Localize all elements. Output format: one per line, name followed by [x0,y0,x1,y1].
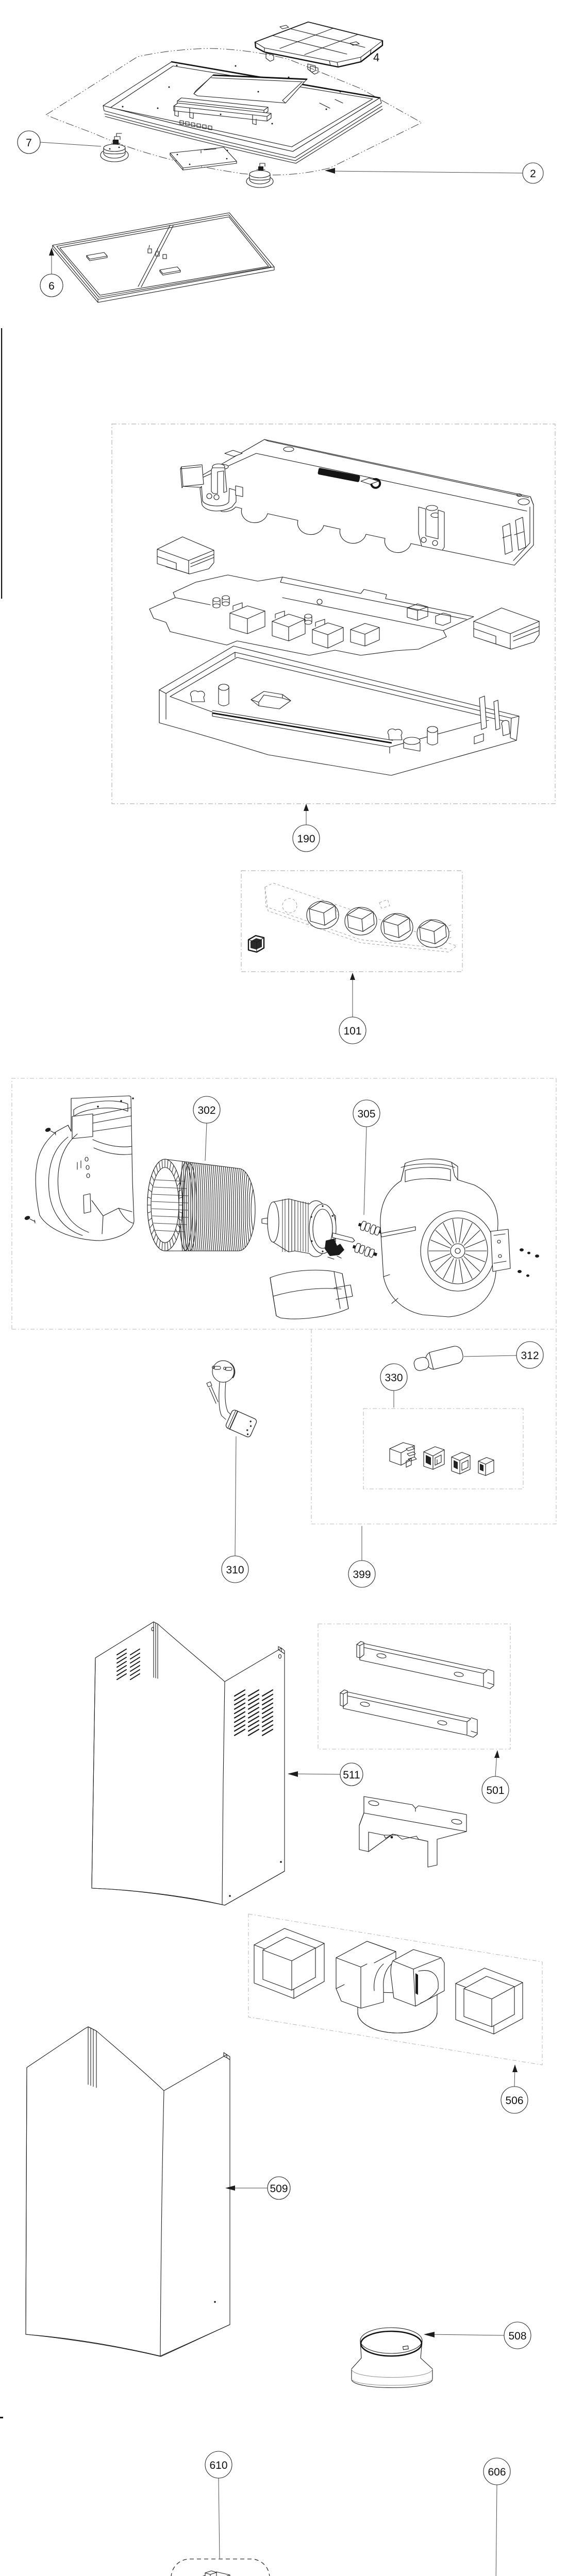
svg-text:330: 330 [385,1372,403,1384]
svg-text:6: 6 [48,280,55,292]
svg-text:511: 511 [343,1769,360,1781]
svg-text:501: 501 [486,1785,504,1797]
svg-text:399: 399 [353,1569,371,1581]
svg-text:312: 312 [521,1350,539,1362]
svg-text:7: 7 [26,137,32,149]
svg-text:506: 506 [505,2095,523,2107]
svg-text:606: 606 [488,2466,506,2478]
svg-text:190: 190 [297,833,315,845]
svg-text:302: 302 [197,1105,215,1116]
svg-text:310: 310 [226,1564,244,1576]
svg-text:509: 509 [270,2183,288,2195]
svg-text:4: 4 [373,51,379,64]
svg-text:101: 101 [343,1025,361,1037]
svg-text:305: 305 [357,1108,375,1120]
svg-text:2: 2 [530,168,536,180]
svg-text:508: 508 [508,2330,526,2342]
svg-text:610: 610 [209,2460,227,2471]
